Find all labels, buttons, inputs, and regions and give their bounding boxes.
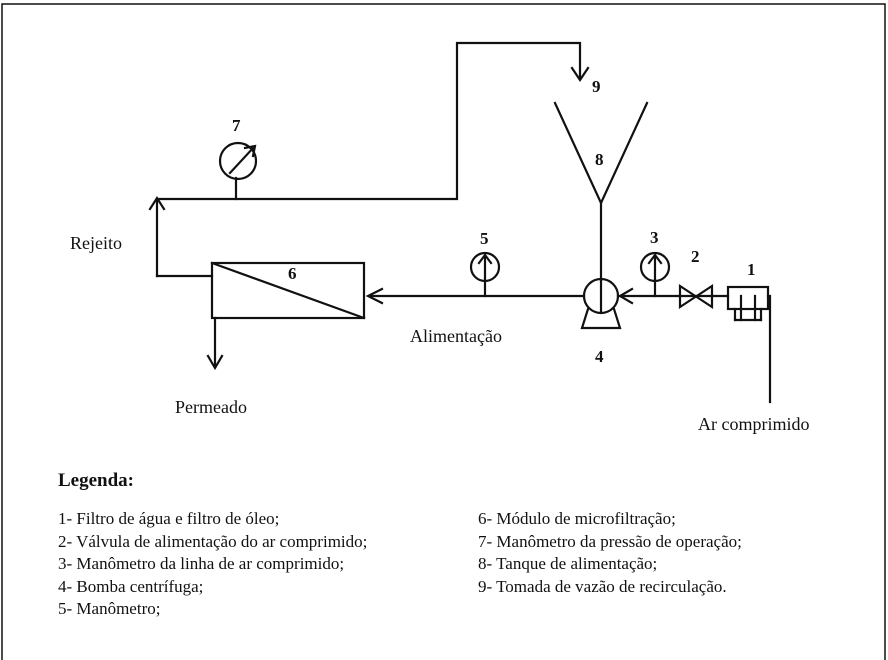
legend-item: 7- Manômetro da pressão de operação; <box>478 531 742 551</box>
reject-arrow <box>148 195 166 211</box>
figure-frame <box>1 3 886 660</box>
label-permeado: Permeado <box>175 397 247 417</box>
legend-item: 3- Manômetro da linha de ar comprimido; <box>58 554 345 573</box>
label-6: 6 <box>288 264 297 283</box>
permeate-arrow <box>206 354 224 371</box>
legend-left-column: 1- Filtro de água e filtro de óleo; 2- V… <box>58 508 367 621</box>
label-4: 4 <box>595 347 604 366</box>
legend-item: 4- Bomba centrífuga; <box>58 576 204 596</box>
legend-right-column: 6- Módulo de microfiltração; 7- Manômetr… <box>478 508 742 598</box>
legend-title: Legenda: <box>58 470 134 491</box>
pressure-gauge-7 <box>218 141 258 181</box>
reject-line <box>155 41 582 278</box>
label-alimentacao: Alimentação <box>410 326 502 346</box>
air-valve <box>678 283 714 310</box>
label-ar-comprimido: Ar comprimido <box>698 414 809 434</box>
legend-item: 2- Válvula de alimentação do ar comprimi… <box>58 531 368 551</box>
label-1: 1 <box>747 260 756 279</box>
label-2: 2 <box>691 247 700 266</box>
legend-item: 5- Manômetro; <box>58 599 161 618</box>
legend-item: 9- Tomada de vazão de recirculação. <box>478 576 727 596</box>
microfiltration-module <box>210 261 366 320</box>
label-9: 9 <box>592 77 601 96</box>
water-oil-filter <box>726 285 770 311</box>
label-7: 7 <box>232 116 241 135</box>
label-5: 5 <box>480 229 489 248</box>
legend-item: 6- Módulo de microfiltração; <box>478 509 676 528</box>
compressed-air-line <box>766 294 772 404</box>
recirculation-arrow <box>570 66 590 82</box>
label-3: 3 <box>650 228 659 247</box>
legend-item: 8- Tanque de alimentação; <box>478 554 658 573</box>
label-8: 8 <box>595 150 604 169</box>
legend-item: 1- Filtro de água e filtro de óleo; <box>58 509 280 528</box>
label-rejeito: Rejeito <box>70 233 122 253</box>
